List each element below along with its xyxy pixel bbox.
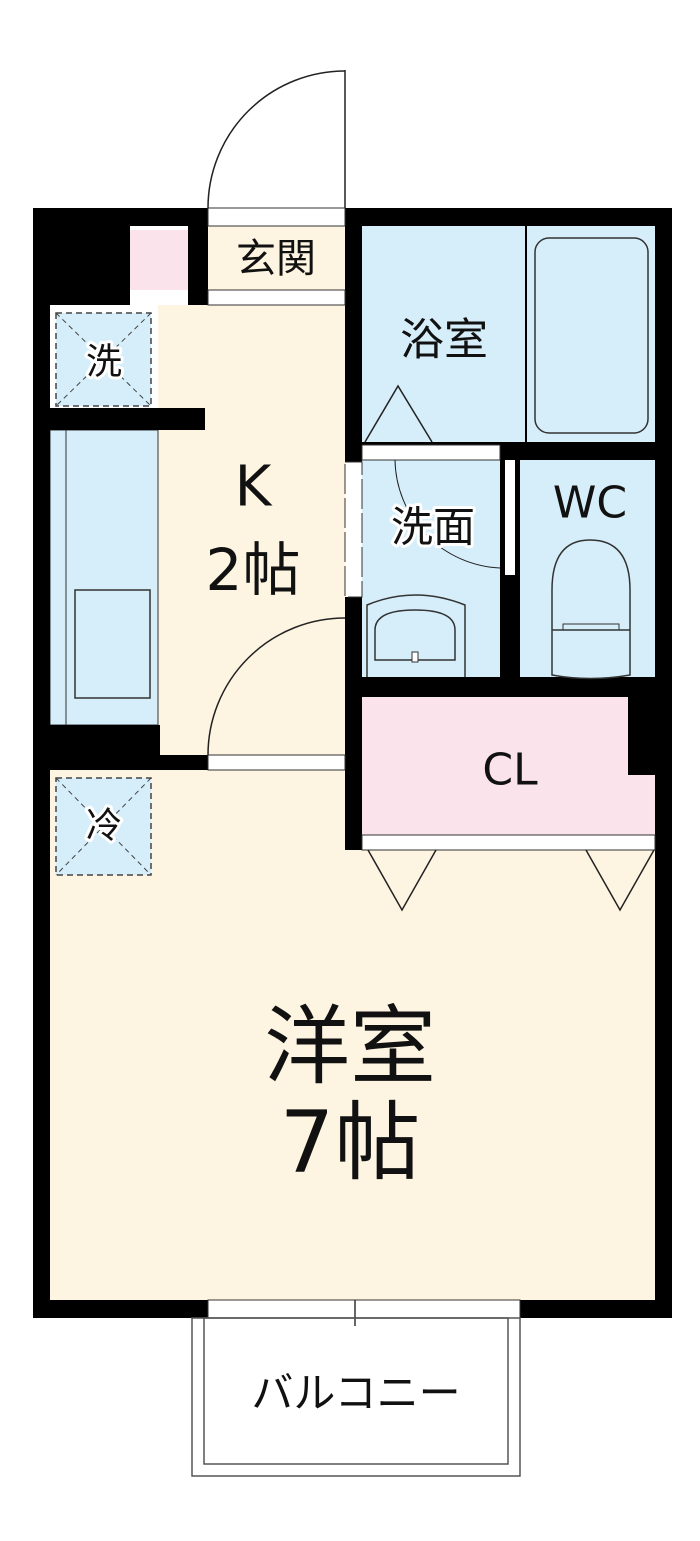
fridge-label: 冷 — [86, 806, 122, 847]
wash-basin — [366, 594, 466, 677]
sink — [74, 589, 151, 699]
genkan-floor — [208, 226, 345, 290]
kitchen-size-label: 2帖 — [206, 536, 301, 604]
washer-label: 洗 — [86, 342, 122, 383]
washroom-label: 洗面 — [391, 503, 475, 552]
western-room-size-label: 7帖 — [280, 1093, 421, 1193]
balcony-label: バルコニー — [251, 1369, 460, 1418]
toilet — [551, 539, 631, 680]
closet-floor — [362, 697, 655, 835]
closet-door[interactable] — [367, 849, 655, 912]
western-room-label: 洋室 — [264, 997, 436, 1097]
wc-label: WC — [553, 478, 627, 529]
balcony — [191, 1317, 521, 1477]
bathroom-door[interactable] — [364, 384, 433, 443]
genkan-label: 玄関 — [236, 236, 316, 282]
washer-space — [55, 312, 152, 407]
entrance-door[interactable] — [207, 70, 346, 209]
bathtub — [534, 237, 649, 434]
washroom-door[interactable] — [394, 459, 501, 569]
fridge-space — [55, 777, 152, 876]
closet-label: CL — [482, 745, 538, 796]
bathroom-label: 浴室 — [400, 315, 488, 366]
kitchen-floor — [158, 305, 348, 760]
kitchen-door[interactable] — [207, 617, 346, 756]
kitchen-label: K — [235, 455, 273, 520]
shoe-box — [130, 230, 188, 290]
